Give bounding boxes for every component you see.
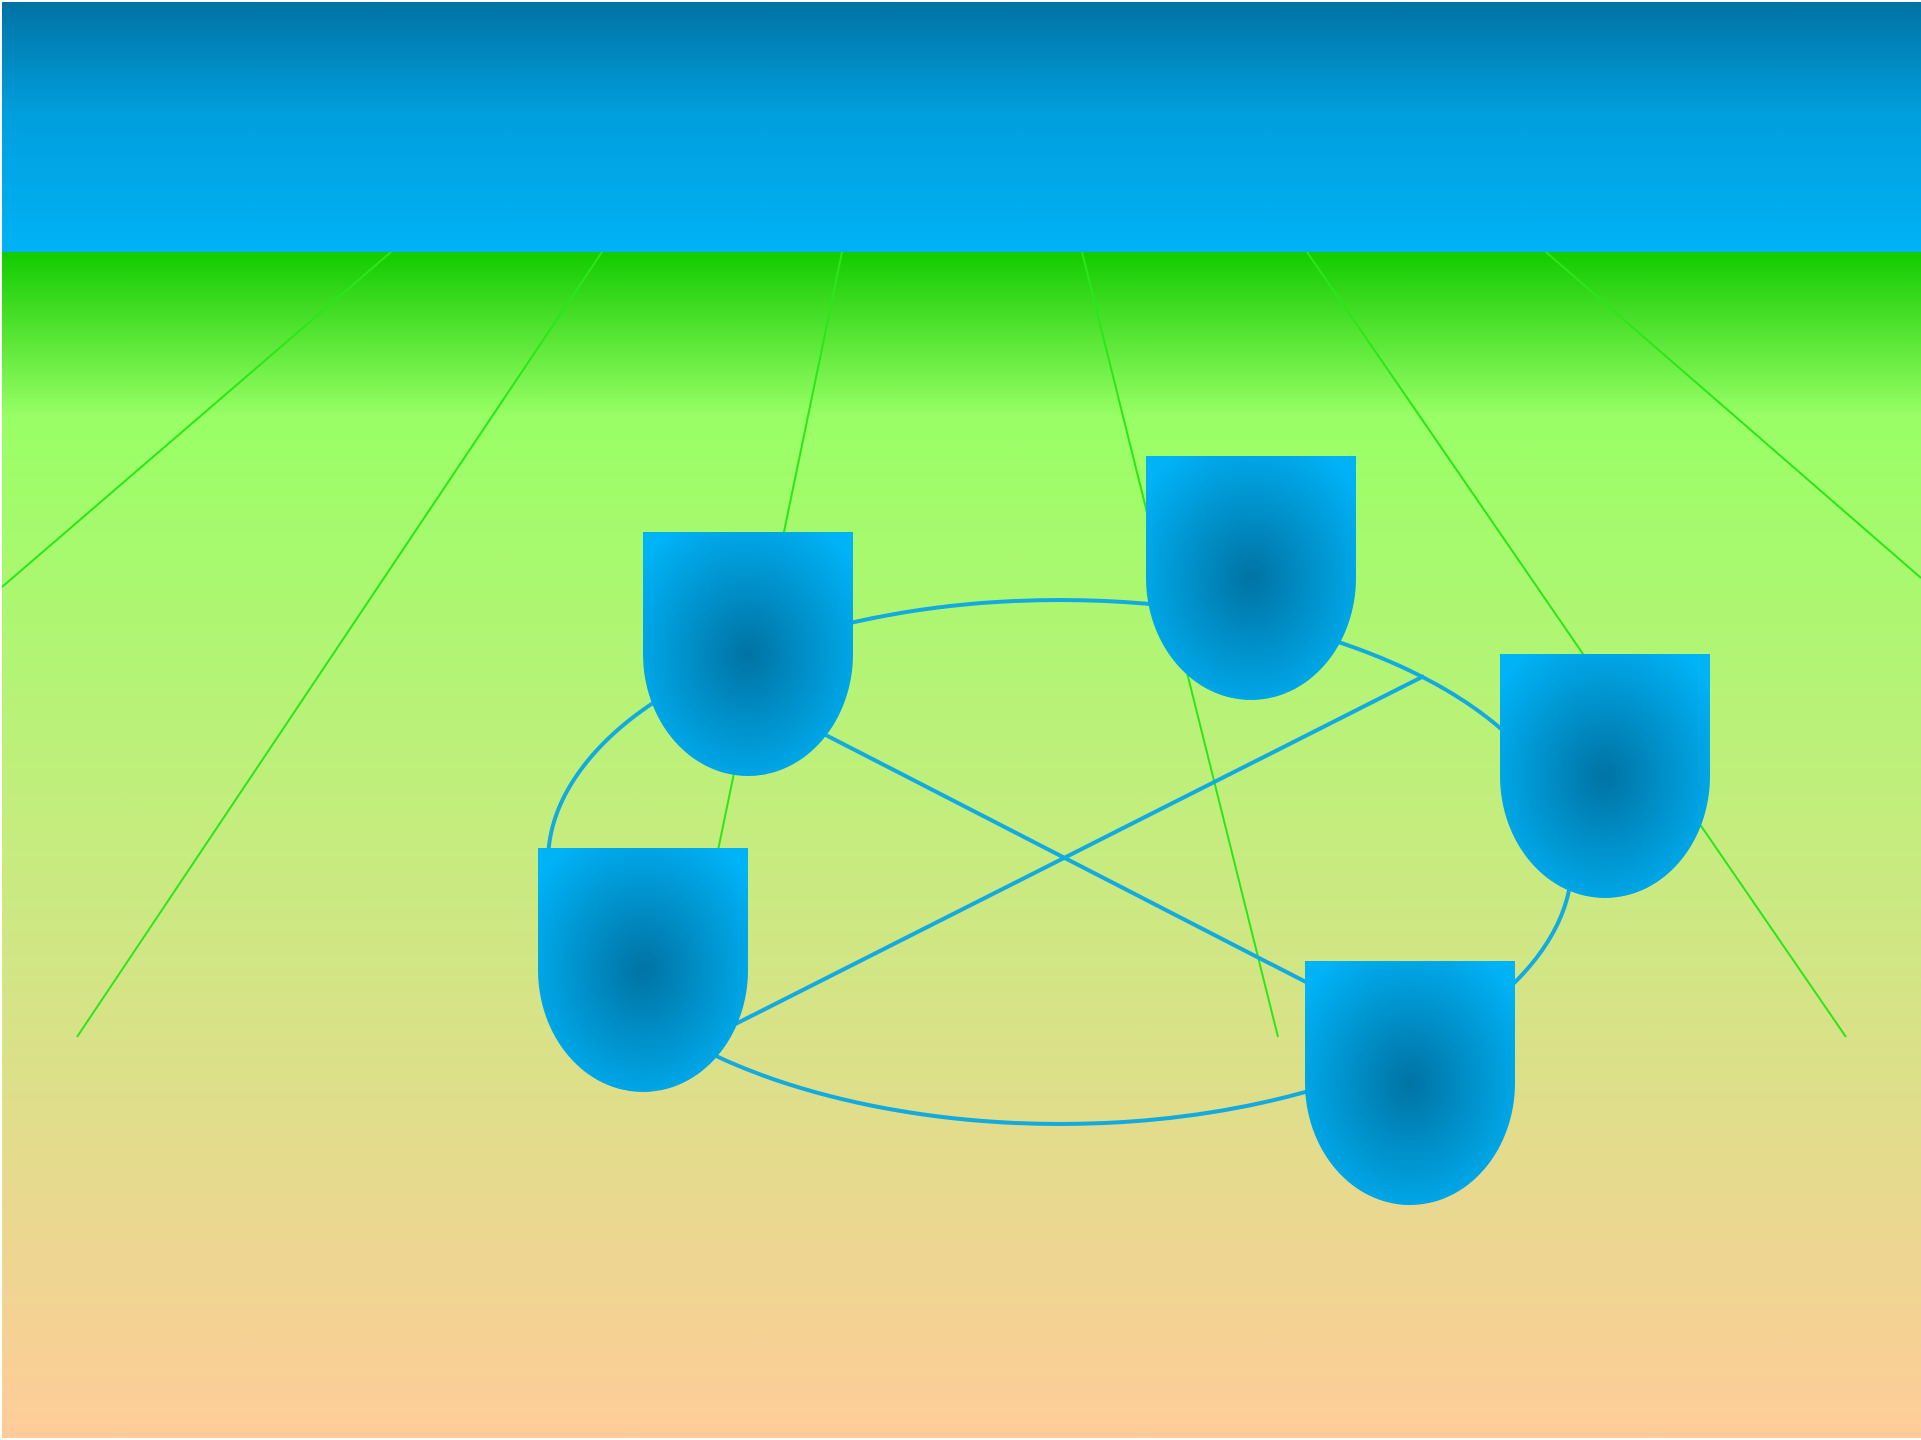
network-node[interactable] xyxy=(538,848,748,1092)
ray-line xyxy=(76,251,603,1038)
ray-line xyxy=(1545,251,1921,579)
cross-connector xyxy=(747,693,1371,1017)
header-band xyxy=(2,2,1921,252)
network-node[interactable] xyxy=(1500,654,1710,898)
cross-connector xyxy=(687,674,1425,1050)
network-node[interactable] xyxy=(643,532,853,776)
network-node[interactable] xyxy=(1146,456,1356,700)
node-group xyxy=(538,456,1710,1205)
ray-line xyxy=(1306,251,1847,1038)
ray-line xyxy=(1,251,392,588)
network-node[interactable] xyxy=(1305,961,1515,1205)
